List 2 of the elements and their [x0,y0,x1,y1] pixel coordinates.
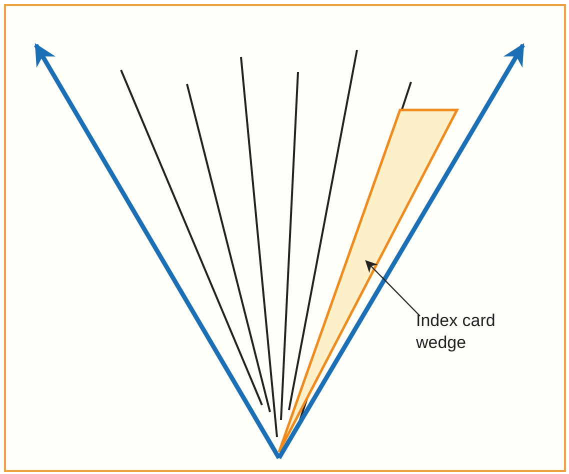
leader-line [365,260,420,316]
callout-label: Index card wedge [416,310,496,354]
